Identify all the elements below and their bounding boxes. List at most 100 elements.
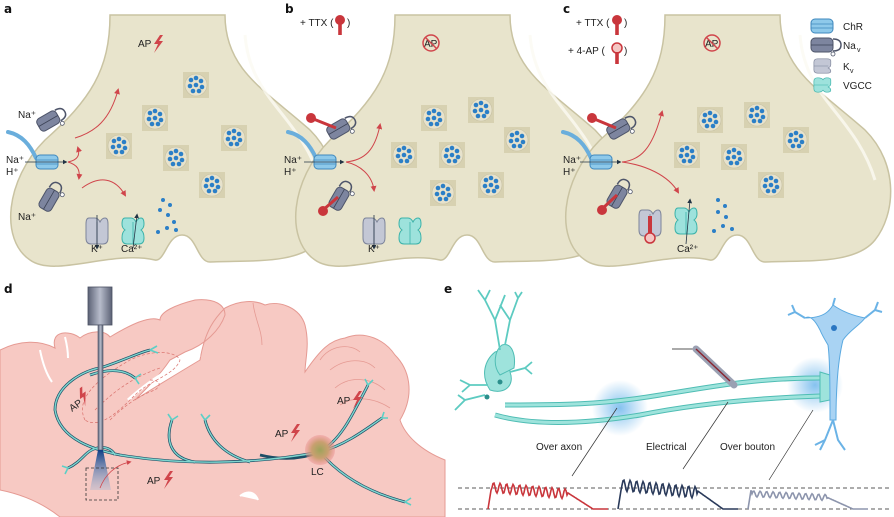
ttx-toxin-icon [335,15,345,35]
trace-over-bouton [747,489,868,510]
axon-bundle [494,375,821,425]
chr-channel-icon [810,18,834,34]
vesicle-cluster [782,126,810,154]
legend-subscript: v [850,68,854,75]
vesicle-cluster [105,132,133,160]
ap-label: AP [275,429,289,440]
ap-annotation: AP [147,471,173,489]
panel-c: c + TTX ( ) + 4-AP ( ) AP AP [561,2,892,267]
legend-label: K [843,62,850,73]
vgcc-channel-icon [398,217,422,245]
vesicle-cluster [477,171,505,199]
legend-label: VGCC [843,81,872,92]
legend-item-vgcc: VGCC [813,77,872,93]
four-ap-label-close: ) [624,46,627,57]
four-ap-toxin-icon [644,232,656,244]
panel-d: d [0,282,446,517]
vesicle-cluster [757,171,785,199]
legend-item-kv: K v [813,58,854,75]
panel-e-label: e [444,282,452,296]
legend-item-nav: Na v [810,37,861,57]
svg-text:AP: AP [705,39,719,50]
ttx-toxin-icon [597,205,607,215]
four-ap-toxin-icon [611,42,623,65]
vesicle-cluster [696,106,724,134]
depolarization-arrows [67,88,127,197]
locus-coeruleus [305,435,335,465]
axon-terminals [61,345,412,506]
h-ion-label: H⁺ [6,167,19,178]
trace-label-over-axon: Over axon [536,442,582,453]
vgcc-channel-icon [813,77,832,93]
ap-label: AP [138,39,152,50]
panel-d-label: d [4,282,13,296]
vesicle-cluster [182,71,210,99]
legend-subscript: v [857,47,861,54]
ttx-toxin-icon [587,113,597,123]
h-ion-label: H⁺ [563,167,576,178]
panel-a-label: a [4,2,12,16]
ap-blocked-icon: AP [703,34,721,52]
vesicle-cluster [429,179,457,207]
ttx-toxin-icon [612,15,622,35]
ca-ion-label: Ca²⁺ [677,244,698,255]
na-ion-label: Na⁺ [18,212,36,223]
vesicle-cluster [390,141,418,169]
svg-text:AP: AP [424,39,438,50]
na-ion-label: Na⁺ [284,155,302,166]
vesicle-cluster [673,141,701,169]
k-ion-label: K⁺ [368,244,380,255]
trace-electrical [617,478,738,510]
postsynaptic-neuron [787,297,883,451]
h-ion-label: H⁺ [284,167,297,178]
legend: ChR Na v K v VGCC [810,18,872,93]
trace-label-electrical: Electrical [646,442,687,453]
dendrites [454,289,533,411]
ttx-label-close: ) [624,18,627,29]
presynaptic-neurons [484,344,515,392]
imaging-spot-axon [592,380,648,436]
vgcc-channel-icon [121,217,145,245]
panel-e: e [444,282,890,510]
recording-region-box [85,467,119,501]
legend-label: ChR [843,22,863,33]
vesicle-cluster [467,96,495,124]
ap-label: AP [147,476,161,487]
na-ion-label: Na⁺ [18,110,36,121]
ap-label: AP [424,39,438,50]
ttx-toxin-icon [306,113,316,123]
k-ion-label: K⁺ [91,244,103,255]
light-stimulus [6,130,38,160]
vesicle-cluster [162,144,190,172]
vesicle-cluster [743,101,771,129]
legend-item-chr: ChR [810,18,863,34]
ttx-label: + TTX ( [300,18,334,29]
lc-label: LC [311,467,324,478]
cerebellum-folds [252,302,391,409]
na-ion-label: Na⁺ [6,155,24,166]
ttx-label-close: ) [347,18,350,29]
ttx-label: + TTX ( [576,18,610,29]
released-neurotransmitter [156,198,178,234]
bouton [819,371,831,403]
panel-b-label: b [285,2,294,16]
four-ap-label: + 4-AP ( [568,46,605,57]
trace-pointer-lines [571,401,814,481]
released-neurotransmitter [712,198,734,233]
vesicle-cluster [503,126,531,154]
vesicle-cluster [438,141,466,169]
trace-label-over-bouton: Over bouton [720,442,775,453]
vesicle-cluster [141,104,169,132]
vesicle-cluster [198,171,226,199]
ap-annotation: AP [275,424,300,442]
kv-channel-icon [813,58,832,74]
vesicle-cluster [720,143,748,171]
recording-electrode [672,345,738,389]
ap-label: AP [337,396,351,407]
vesicle-cluster [420,104,448,132]
panel-c-label: c [563,2,570,16]
ap-label: AP [705,39,719,50]
na-ion-label: Na⁺ [563,155,581,166]
presynaptic-terminal [9,14,337,267]
